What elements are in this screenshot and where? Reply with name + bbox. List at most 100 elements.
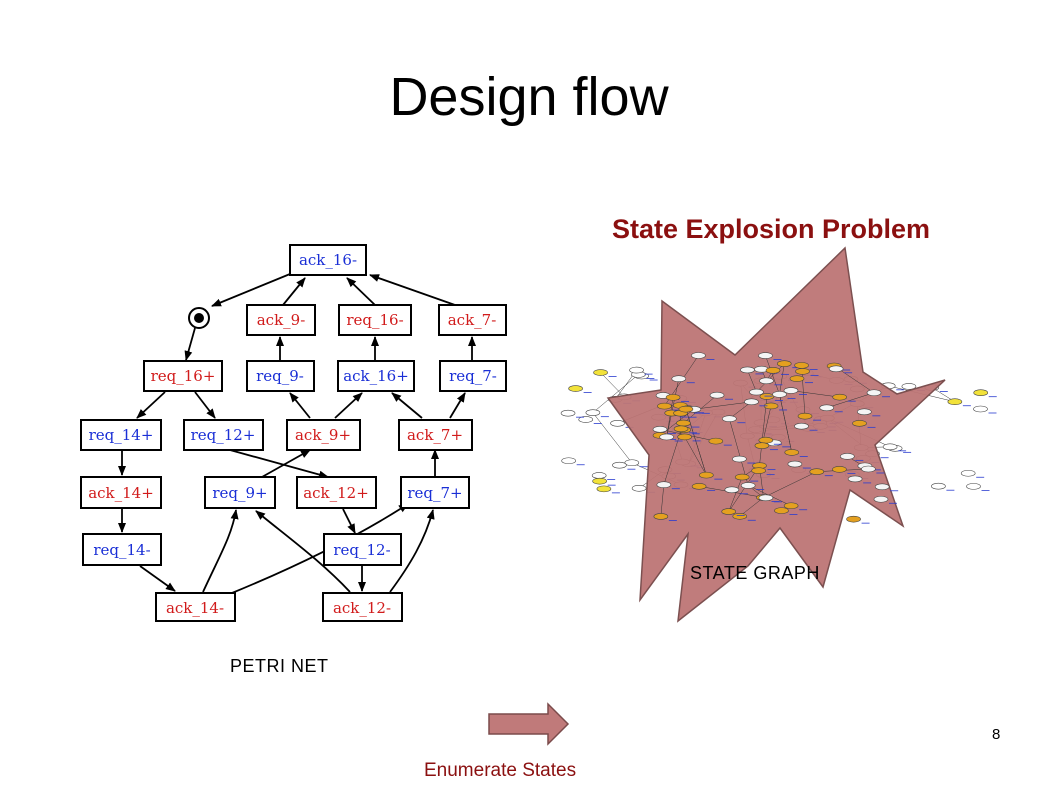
edge bbox=[202, 509, 239, 593]
state-node bbox=[732, 512, 748, 520]
petri-net-diagram: ack_16- ack_9- req_16- ack_7- req_16+ re… bbox=[80, 244, 507, 622]
node-label: req_16+ bbox=[151, 367, 216, 385]
state-node bbox=[852, 420, 867, 427]
state-node bbox=[591, 472, 607, 479]
node-label: req_7- bbox=[449, 367, 497, 385]
state-node bbox=[857, 408, 872, 416]
petri-node-ack_12+: ack_12+ bbox=[296, 476, 377, 509]
state-node bbox=[874, 483, 890, 491]
state-edge bbox=[826, 392, 875, 409]
token-icon bbox=[194, 313, 204, 323]
state-node bbox=[966, 483, 981, 490]
state-node bbox=[709, 391, 725, 399]
state-node bbox=[596, 485, 612, 493]
state-node bbox=[631, 484, 647, 492]
petri-node-req_7-: req_7- bbox=[439, 360, 507, 392]
enumerate-states-label: Enumerate States bbox=[424, 760, 577, 781]
state-node bbox=[561, 457, 576, 465]
state-edge bbox=[600, 372, 625, 398]
edge bbox=[369, 274, 456, 306]
state-node bbox=[612, 461, 627, 469]
node-label: req_12- bbox=[333, 541, 390, 559]
state-node bbox=[795, 368, 810, 375]
node-label: ack_12- bbox=[333, 599, 391, 617]
node-label: req_7+ bbox=[407, 484, 462, 502]
state-edge bbox=[728, 477, 743, 512]
node-label: req_12+ bbox=[191, 426, 256, 444]
state-node bbox=[819, 404, 835, 412]
node-label: ack_7+ bbox=[407, 426, 463, 444]
state-node bbox=[776, 360, 792, 367]
petri-node-req_9+: req_9+ bbox=[204, 476, 276, 509]
node-label: req_9- bbox=[256, 367, 304, 385]
state-node bbox=[846, 515, 861, 523]
state-edge bbox=[666, 378, 680, 438]
petri-node-ack_9-: ack_9- bbox=[246, 304, 316, 336]
state-node bbox=[676, 419, 691, 427]
state-node bbox=[828, 365, 844, 373]
state-node bbox=[677, 433, 692, 441]
state-node bbox=[758, 436, 774, 444]
edge bbox=[342, 508, 356, 534]
edge bbox=[261, 449, 311, 478]
state-node bbox=[947, 398, 963, 406]
state-edge bbox=[666, 397, 674, 438]
state-edge bbox=[685, 409, 707, 476]
edge bbox=[334, 392, 363, 419]
petri-node-req_14-: req_14- bbox=[82, 533, 162, 566]
state-edge bbox=[779, 363, 785, 395]
state-node bbox=[699, 471, 714, 479]
state-node bbox=[678, 405, 694, 413]
state-edge bbox=[765, 355, 780, 395]
state-node bbox=[931, 482, 946, 490]
edge bbox=[194, 391, 216, 419]
state-node bbox=[593, 369, 608, 376]
state-node bbox=[652, 426, 668, 433]
state-node bbox=[751, 467, 766, 474]
state-node bbox=[585, 409, 601, 416]
petri-net-caption: PETRI NET bbox=[230, 656, 329, 676]
state-node bbox=[794, 422, 809, 430]
state-node bbox=[657, 402, 672, 410]
state-node bbox=[866, 389, 882, 397]
node-label: req_16- bbox=[346, 311, 403, 329]
state-node bbox=[882, 443, 898, 451]
state-node bbox=[832, 466, 847, 473]
state-edge bbox=[660, 484, 665, 517]
state-node bbox=[797, 412, 813, 420]
state-node bbox=[973, 405, 988, 413]
state-node bbox=[973, 389, 989, 396]
state-node bbox=[610, 420, 625, 427]
node-label: ack_14- bbox=[166, 599, 224, 617]
petri-node-ack_12-: ack_12- bbox=[322, 592, 403, 622]
edge bbox=[136, 391, 166, 419]
node-label: ack_16+ bbox=[343, 367, 409, 385]
state-node bbox=[873, 495, 889, 503]
state-edge bbox=[763, 471, 817, 498]
node-label: ack_9- bbox=[257, 311, 306, 329]
state-node bbox=[861, 465, 876, 473]
state-node bbox=[740, 482, 756, 489]
state-node bbox=[758, 352, 773, 359]
node-label: ack_14+ bbox=[88, 484, 154, 502]
edge bbox=[391, 392, 423, 419]
petri-node-ack_9+: ack_9+ bbox=[286, 419, 361, 451]
state-node bbox=[783, 387, 799, 394]
state-node bbox=[832, 393, 848, 401]
edge bbox=[229, 449, 329, 479]
petri-node-req_16+: req_16+ bbox=[143, 360, 223, 392]
state-node bbox=[774, 507, 789, 514]
node-label: req_14- bbox=[93, 541, 150, 559]
state-graph-caption: STATE GRAPH bbox=[690, 563, 820, 583]
node-label: ack_16- bbox=[299, 251, 357, 269]
state-node bbox=[787, 460, 803, 468]
state-node bbox=[789, 375, 805, 382]
state-node bbox=[758, 494, 774, 502]
petri-node-req_12-: req_12- bbox=[323, 533, 402, 566]
state-edge bbox=[739, 497, 764, 517]
state-node bbox=[847, 475, 863, 483]
petri-node-req_16-: req_16- bbox=[338, 304, 412, 336]
petri-node-ack_16-: ack_16- bbox=[289, 244, 367, 276]
